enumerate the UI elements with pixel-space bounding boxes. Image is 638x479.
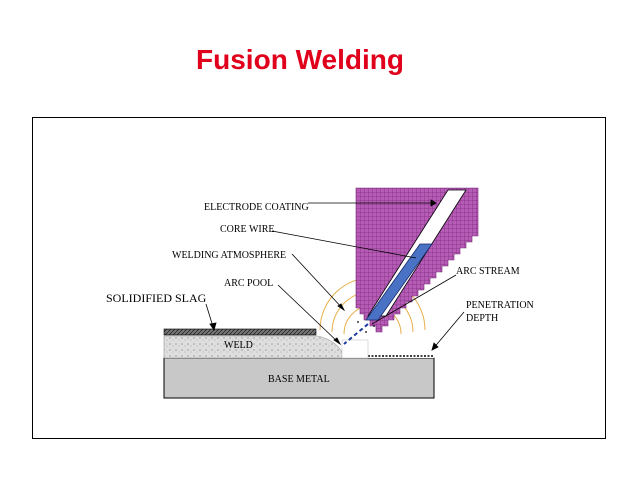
arc-pool — [341, 339, 369, 359]
welding-atmosphere-label: WELDING ATMOSPHERE — [172, 250, 286, 261]
electrode-coating-label: ELECTRODE COATING — [204, 202, 309, 213]
arc-pool-label: ARC POOL — [224, 278, 273, 289]
base-metal-label: BASE METAL — [268, 374, 330, 385]
page-title: Fusion Welding — [196, 44, 404, 75]
core-wire-label: CORE WIRE — [220, 224, 275, 235]
arc-stream-label: ARC STREAM — [456, 266, 520, 277]
solidified-slag — [163, 328, 317, 336]
solidified-slag-label: SOLIDIFIED SLAG — [106, 291, 207, 305]
diagram-frame — [32, 117, 606, 439]
arc-stream — [343, 323, 369, 345]
plate-surface — [368, 351, 434, 358]
penetration-depth-label-line1: PENETRATION — [466, 300, 534, 311]
base-metal — [163, 357, 435, 399]
penetration-depth-label-line2: DEPTH — [466, 313, 498, 324]
core-wire — [365, 243, 433, 321]
weld-label: WELD — [224, 340, 253, 351]
weld-bead — [163, 335, 343, 359]
